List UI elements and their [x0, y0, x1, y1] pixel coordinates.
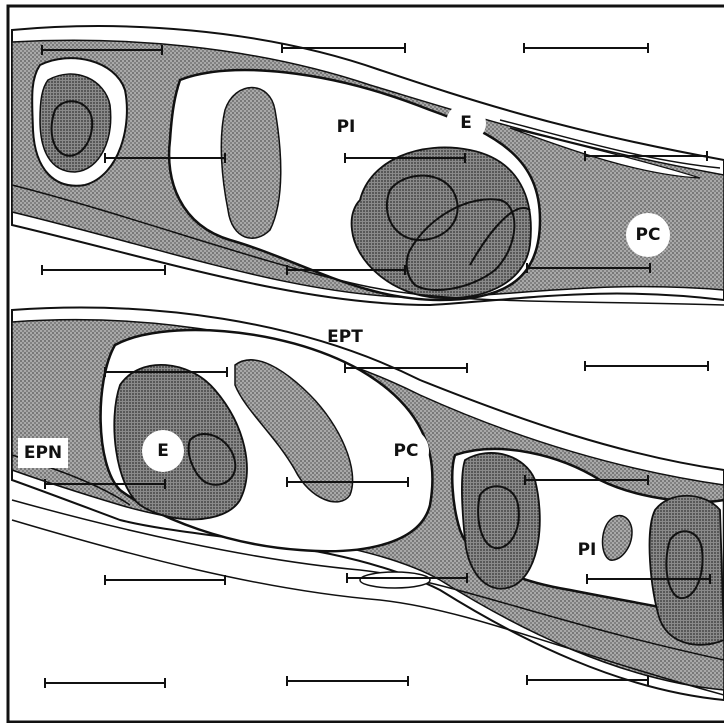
label-ept: EPT [327, 327, 363, 347]
label-pi-bottom: PI [578, 540, 597, 560]
label-pc-top: PC [636, 225, 661, 245]
label-e-top: E [460, 113, 472, 133]
label-pc-bottom: PC [394, 441, 419, 461]
erythrocyte-stack-top [352, 147, 531, 298]
platelet-shape-top [221, 88, 280, 239]
label-pi-top: PI [337, 117, 356, 137]
label-e-bottom: E [157, 441, 169, 461]
label-epn: EPN [24, 443, 62, 463]
